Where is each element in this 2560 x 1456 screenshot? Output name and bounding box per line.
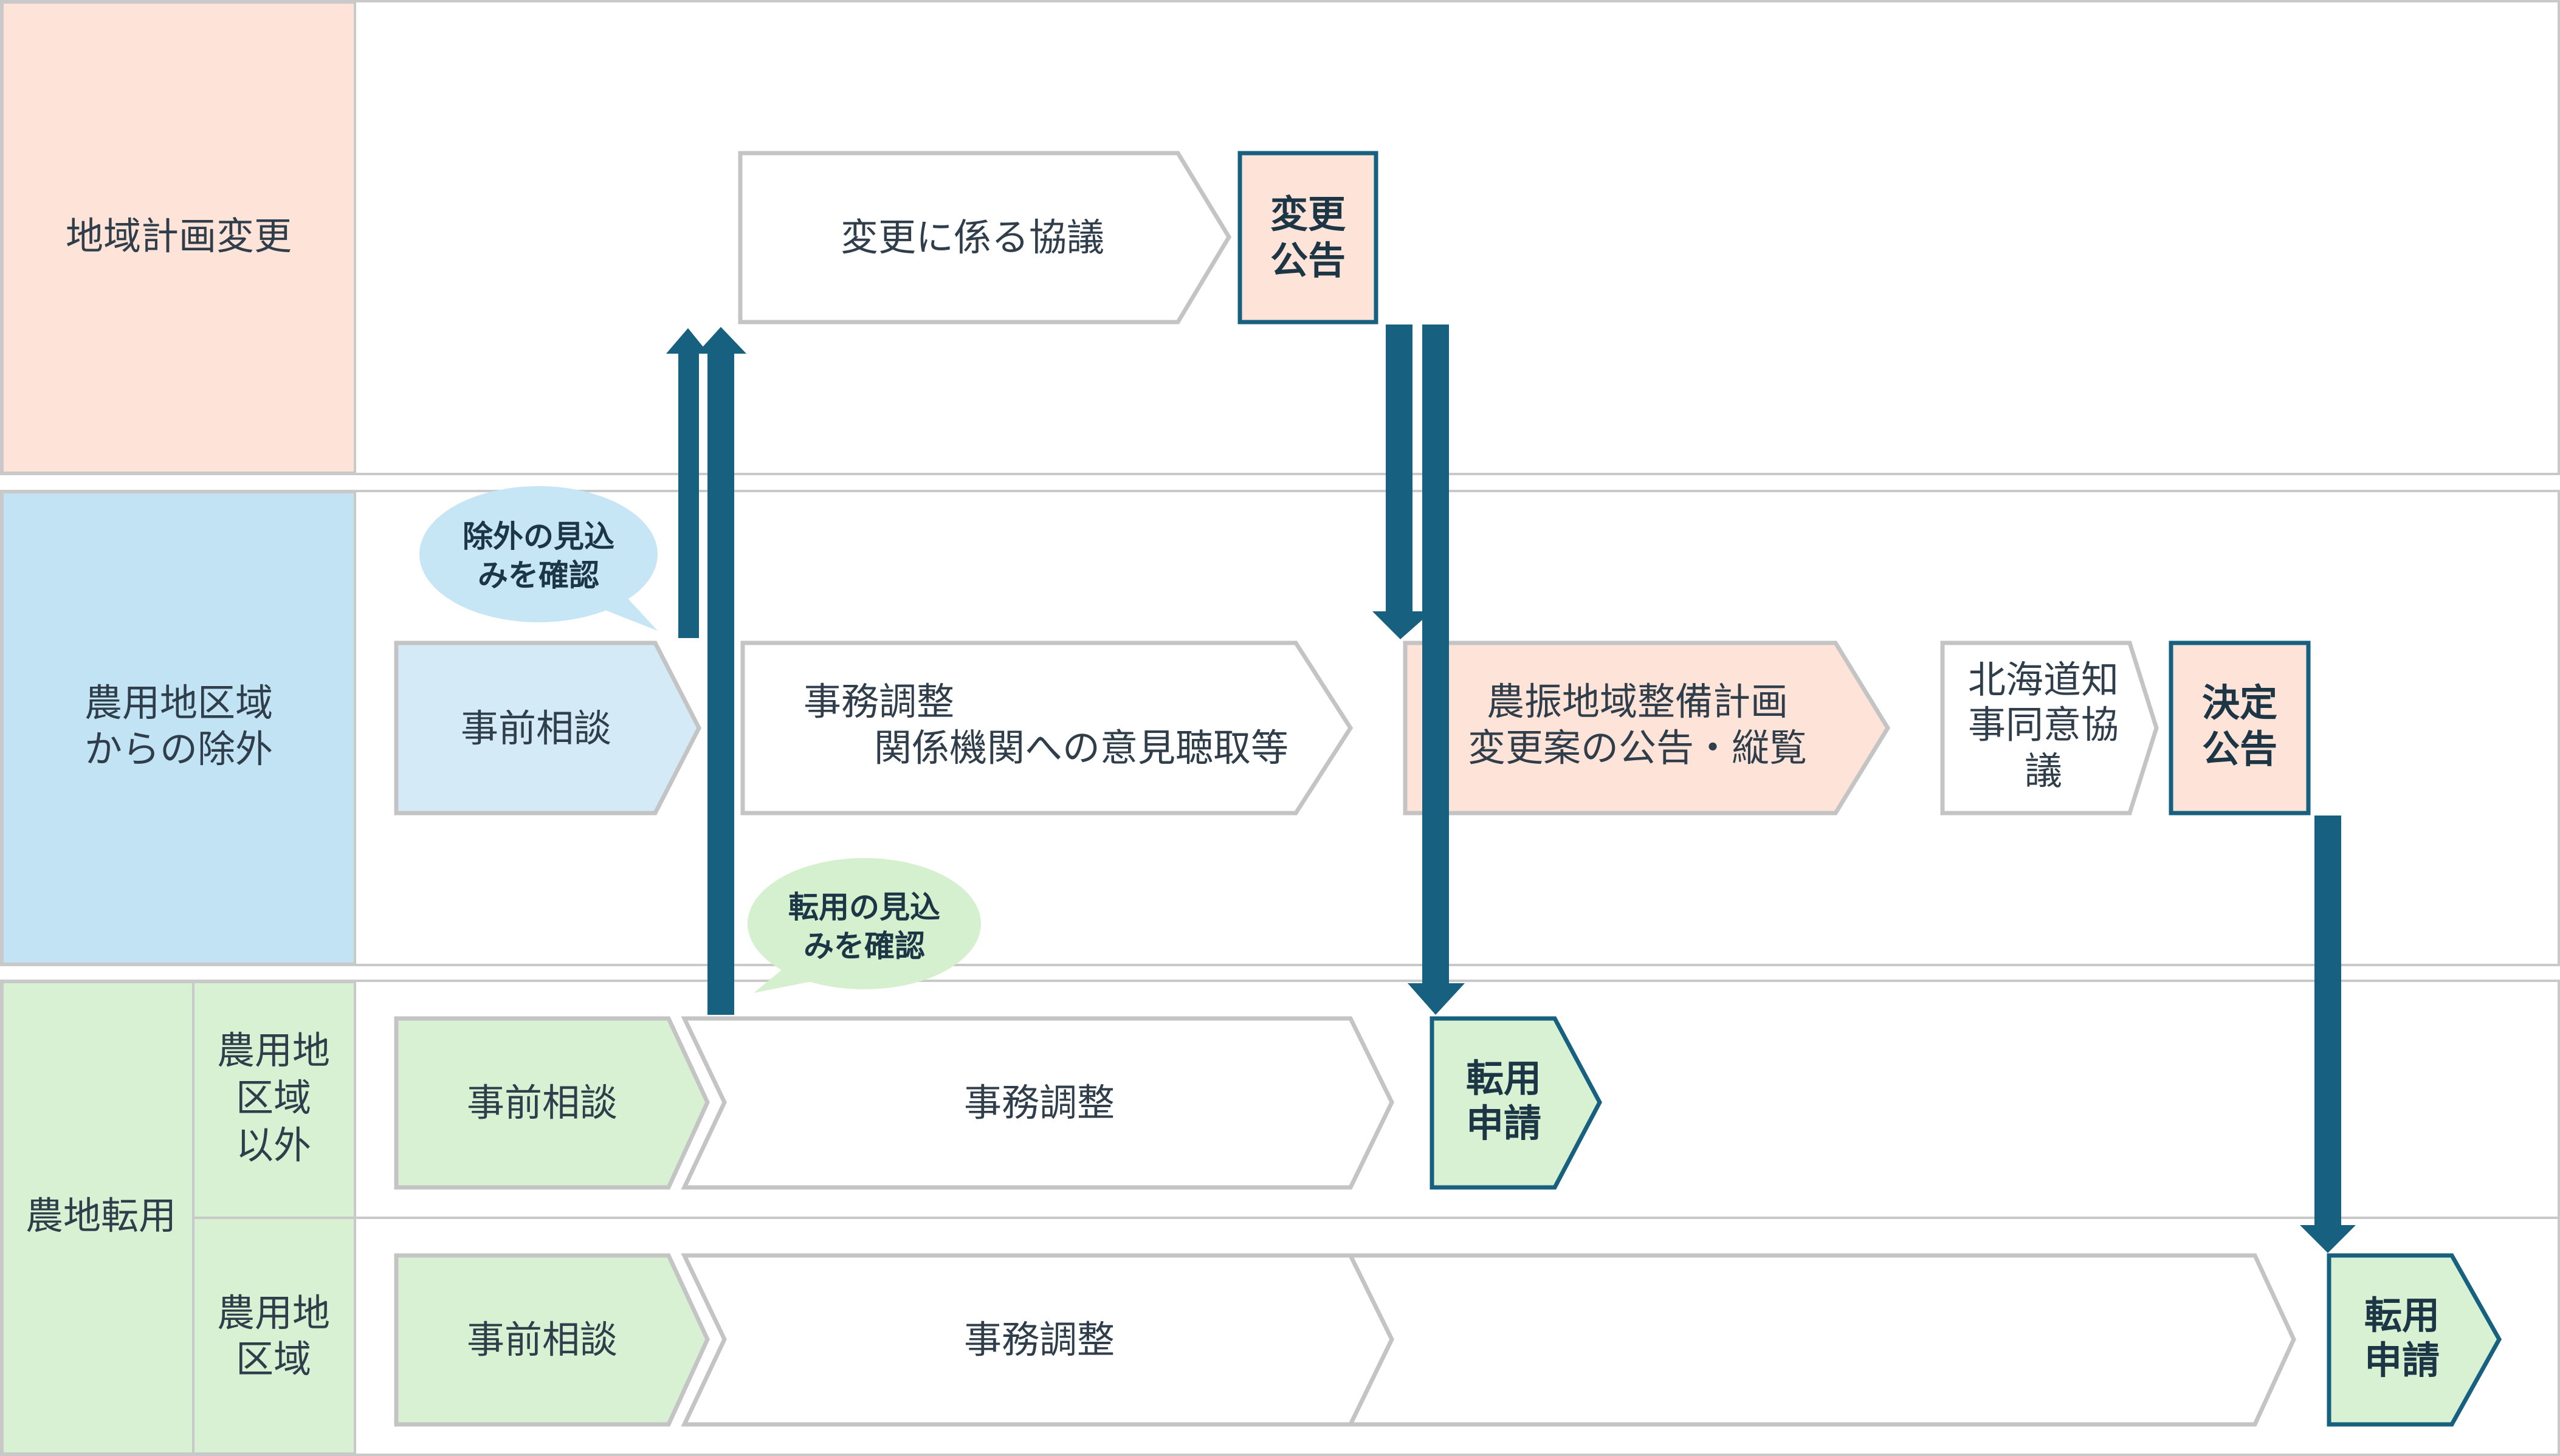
step-inside-admin: 事務調整 bbox=[681, 1253, 1394, 1427]
step-outside-application: 転用 申請 bbox=[1430, 1016, 1602, 1190]
bubble-conversion-check: 転用の見込 みを確認 bbox=[748, 858, 981, 993]
step-outside-pre-consult: 事前相談 bbox=[394, 1016, 710, 1190]
bubble-conversion-line-2: みを確認 bbox=[803, 929, 925, 964]
governor-label-1: 北海道知 bbox=[1968, 658, 2119, 702]
inside-application-label-1: 転用 bbox=[2364, 1293, 2440, 1338]
decision-announce-label-2: 公告 bbox=[2202, 727, 2277, 771]
step-inside-application: 転用 申請 bbox=[2327, 1253, 2502, 1427]
bubble-exclusion-line-2: みを確認 bbox=[478, 558, 599, 593]
arrow-down-decision-to-application bbox=[2300, 816, 2356, 1253]
arrow-down-plan-to-application bbox=[1408, 325, 1465, 1015]
step-inside-wait bbox=[1347, 1253, 2296, 1427]
inside-application-label-2: 申請 bbox=[2364, 1338, 2440, 1382]
outside-application-label-2: 申請 bbox=[1466, 1101, 1541, 1145]
governor-label-3: 議 bbox=[2025, 749, 2062, 793]
arrow-down-plan-to-exclusion bbox=[1372, 325, 1432, 639]
outside-application-label-1: 転用 bbox=[1466, 1056, 1541, 1101]
outside-admin-label: 事務調整 bbox=[964, 1080, 1115, 1125]
step-governor-consent: 北海道知 事同意協 議 bbox=[1940, 640, 2159, 816]
governor-label-2: 事同意協 bbox=[1968, 702, 2119, 747]
plan-notice-label-1: 農振地域整備計画 bbox=[1487, 679, 1788, 724]
lane-label-outside-2: 区域 bbox=[236, 1076, 311, 1120]
plan-notice-label-2: 変更案の公告・縦覧 bbox=[1468, 726, 1807, 770]
step-exclusion-pre-consult: 事前相談 bbox=[394, 640, 701, 816]
outside-pre-consult-label: 事前相談 bbox=[467, 1080, 618, 1125]
step-decision-announce: 決定 公告 bbox=[2169, 640, 2311, 816]
change-announce-label-1: 変更 bbox=[1270, 192, 1346, 236]
step-outside-admin: 事務調整 bbox=[681, 1016, 1394, 1190]
bubble-exclusion-check: 除外の見込 みを確認 bbox=[419, 486, 658, 631]
decision-announce-label-1: 決定 bbox=[2202, 681, 2277, 725]
lane-label-plan-change: 地域計画変更 bbox=[66, 214, 292, 258]
inside-pre-consult-label: 事前相談 bbox=[467, 1317, 618, 1362]
arrow-up-exclusion-to-plan bbox=[666, 328, 709, 638]
change-announce-label-2: 公告 bbox=[1270, 238, 1346, 283]
step-exclusion-admin: 事務調整 関係機関への意見聴取等 bbox=[740, 640, 1354, 816]
step-consultation-label: 変更に係る協議 bbox=[841, 215, 1104, 259]
lane-plan-change: 地域計画変更 bbox=[0, 0, 2560, 475]
exclusion-pre-consult-label: 事前相談 bbox=[461, 706, 611, 750]
step-plan-notice: 農振地域整備計画 変更案の公告・縦覧 bbox=[1403, 640, 1891, 816]
lane-label-exclusion-1: 農用地区域 bbox=[84, 681, 273, 725]
lane-label-outside-1: 農用地 bbox=[217, 1028, 330, 1073]
inside-admin-label: 事務調整 bbox=[964, 1317, 1115, 1362]
exclusion-admin-label-1: 事務調整 bbox=[803, 679, 954, 724]
lane-label-outside-3: 以外 bbox=[236, 1123, 311, 1167]
exclusion-admin-label-2: 関係機関への意見聴取等 bbox=[874, 726, 1289, 770]
bubble-conversion-line-1: 転用の見込 bbox=[788, 890, 940, 925]
lane-label-conversion: 農地転用 bbox=[26, 1193, 176, 1238]
step-inside-pre-consult: 事前相談 bbox=[394, 1253, 710, 1427]
lane-label-exclusion-2: からの除外 bbox=[84, 727, 273, 771]
bubble-exclusion-line-1: 除外の見込 bbox=[463, 519, 614, 554]
step-change-announce: 変更 公告 bbox=[1237, 151, 1378, 325]
arrow-up-conversion-to-plan bbox=[697, 327, 746, 1015]
lane-label-inside-1: 農用地 bbox=[217, 1291, 330, 1335]
step-consultation: 変更に係る協議 bbox=[738, 151, 1232, 325]
lane-label-inside-2: 区域 bbox=[236, 1337, 311, 1381]
